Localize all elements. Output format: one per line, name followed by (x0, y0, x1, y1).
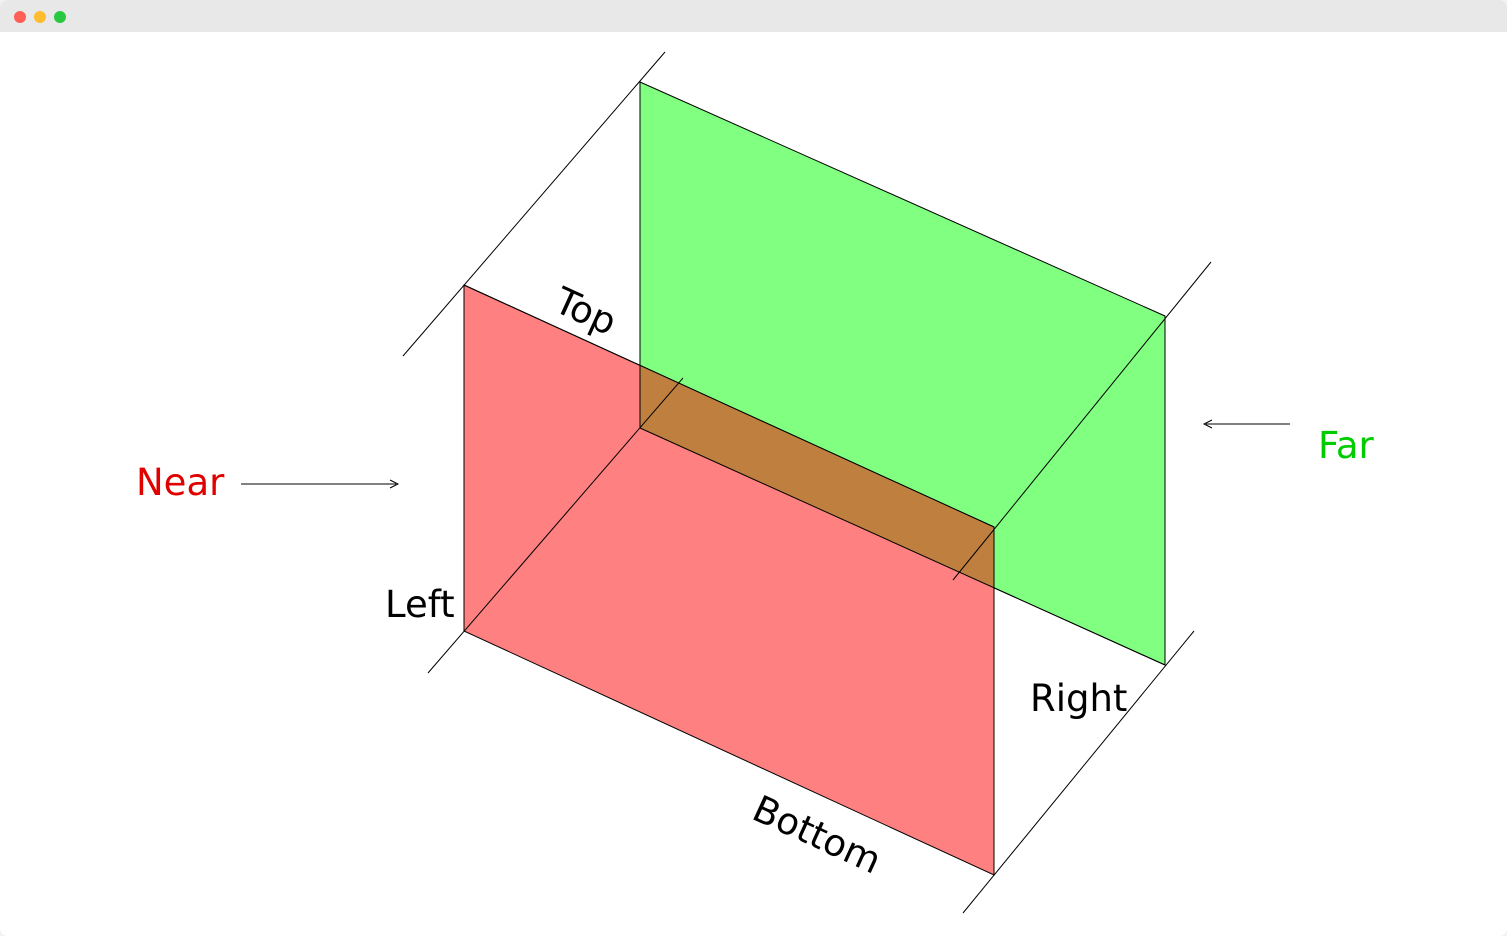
far-label: Far (1318, 424, 1375, 467)
far-arrow-head (1202, 419, 1213, 429)
near-arrow-head (389, 479, 400, 489)
bottom-left-connector (427, 377, 684, 674)
left-label: Left (385, 583, 455, 626)
overlap-region (640, 365, 994, 588)
diagram-canvas: Near Far Left Right Top Bottom (0, 32, 1507, 936)
close-window-button[interactable] (14, 11, 26, 23)
title-bar (0, 0, 1507, 32)
near-plane-edge (463, 284, 995, 528)
far-plane-edge (639, 427, 1166, 666)
top-left-connector (402, 51, 666, 357)
maximize-window-button[interactable] (54, 11, 66, 23)
frustum-diagram: Near Far Left Right Top Bottom (136, 51, 1375, 914)
bottom-right-connector (962, 630, 1195, 914)
near-label: Near (136, 461, 225, 504)
right-label: Right (1030, 677, 1127, 720)
minimize-window-button[interactable] (34, 11, 46, 23)
top-right-connector (952, 261, 1212, 581)
